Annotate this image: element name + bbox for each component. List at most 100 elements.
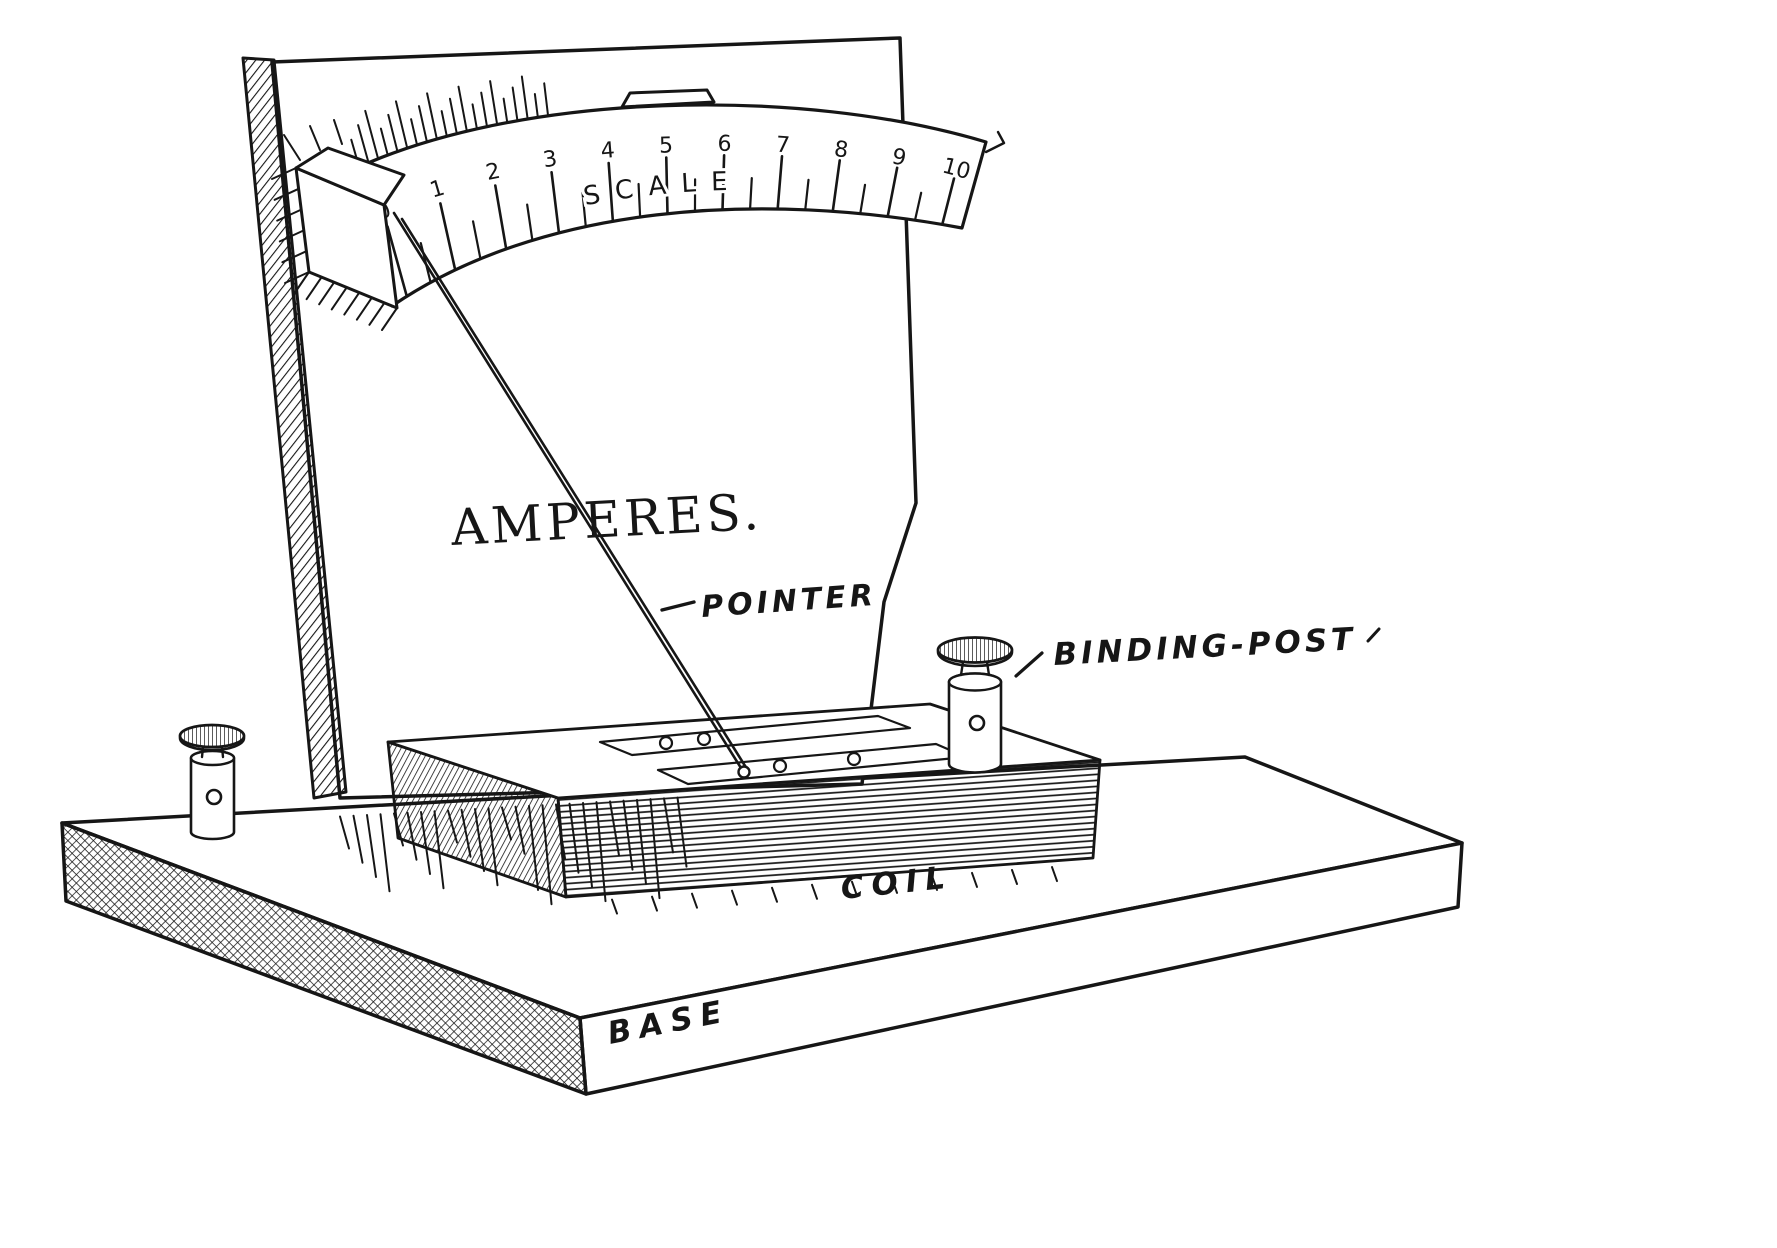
- hatch-stroke: [386, 225, 409, 298]
- hatch-stroke: [339, 815, 350, 850]
- hatch-stroke: [771, 886, 778, 903]
- hatch-stroke: [543, 82, 550, 117]
- hatch-stroke: [368, 301, 386, 326]
- binding-post-label: BINDING-POST: [1053, 621, 1358, 673]
- hatch-stroke: [278, 229, 305, 243]
- hatch-stroke: [410, 118, 419, 146]
- hatch-stroke: [831, 159, 842, 213]
- binding-post-left: [178, 723, 246, 841]
- coil-top-strap-back: [598, 714, 912, 757]
- hatch-stroke: [581, 191, 587, 228]
- scale-end-mark: [984, 130, 1006, 154]
- hatch-stroke: [891, 877, 898, 894]
- hatch-stroke: [611, 898, 618, 915]
- hatch-stroke: [330, 286, 348, 311]
- post-thumb-nut: [936, 636, 1014, 664]
- hatch-stroke: [691, 892, 698, 909]
- panel-left-edge-hatch: [241, 56, 348, 800]
- hatch-stroke: [550, 170, 561, 235]
- scale-mount-tab: [620, 88, 716, 109]
- binding-post-right: [936, 636, 1014, 774]
- hatch-stroke: [533, 92, 539, 119]
- hatch-stroke: [494, 184, 508, 251]
- scale-tick-number: 4: [600, 138, 616, 164]
- strap-screw: [846, 751, 862, 767]
- post-thumb-nut-rim: [178, 736, 246, 752]
- hatch-stroke: [804, 178, 810, 211]
- pointer-edge: [392, 211, 743, 770]
- coil-top-face: [386, 702, 1102, 800]
- base-left-face: [60, 821, 588, 1096]
- hatch-stroke: [343, 291, 361, 316]
- scale-tick-number: 7: [775, 133, 791, 159]
- hatch-stroke: [364, 109, 380, 160]
- hatch-stroke: [886, 166, 899, 218]
- scale-tick-number: 8: [833, 137, 850, 164]
- hatch-stroke: [426, 92, 438, 141]
- hatch-stroke: [417, 105, 428, 143]
- hatch-stroke: [1011, 868, 1018, 885]
- hatch-stroke: [318, 281, 336, 306]
- hatch-stroke: [352, 814, 364, 864]
- hatch-stroke: [731, 889, 738, 906]
- hatch-stroke: [940, 177, 956, 226]
- scale-tick-number: 5: [659, 133, 674, 158]
- post-body-top: [189, 749, 236, 767]
- hatch-stroke: [448, 97, 458, 135]
- post-terminal-hole: [968, 714, 986, 732]
- binding-post-label-tick: [1366, 627, 1381, 643]
- scale-ticks: 012345678910: [350, 75, 975, 298]
- strap-screw: [696, 731, 712, 747]
- hatch-stroke: [394, 100, 409, 150]
- pointer-pivot: [737, 765, 751, 779]
- scale-tick-number: 6: [717, 132, 732, 157]
- scale-end-block-top: [294, 146, 406, 207]
- binding-post-leader-line: [1014, 651, 1044, 678]
- hatch-stroke: [637, 182, 642, 219]
- scale-assembly: 012345678910 SCALE: [271, 75, 1006, 331]
- hatch-stroke: [309, 125, 321, 151]
- hatch-stroke: [748, 176, 753, 211]
- hatch-stroke: [502, 97, 509, 124]
- hatch-stroke: [379, 813, 391, 893]
- post-terminal-hole: [205, 788, 223, 806]
- strap-screw: [658, 735, 674, 751]
- hatch-stroke: [1051, 866, 1058, 883]
- hatch-stroke: [471, 220, 482, 260]
- hatch-stroke: [273, 187, 300, 201]
- hatch-stroke: [387, 113, 399, 153]
- hatch-stroke: [271, 167, 297, 180]
- hatch-stroke: [440, 110, 448, 138]
- hatch-stroke: [651, 895, 658, 912]
- scale-band: [350, 103, 988, 308]
- hatch-stroke: [283, 134, 301, 161]
- hatch-stroke: [913, 191, 923, 222]
- post-thumb-nut: [178, 723, 246, 749]
- hatch-stroke: [381, 307, 398, 331]
- hatch-stroke: [859, 183, 867, 215]
- hatch-stroke: [607, 161, 615, 223]
- hatch-stroke: [851, 880, 858, 897]
- hatch-stroke: [357, 124, 370, 164]
- hatch-stroke: [776, 155, 784, 211]
- hatch-stroke: [457, 85, 468, 133]
- pointer-leader-line: [660, 600, 696, 612]
- strap-screw: [772, 758, 788, 774]
- hatch-stroke: [931, 874, 938, 891]
- hatch-stroke: [293, 271, 310, 295]
- hatch-stroke: [471, 103, 478, 130]
- hatch-stroke: [281, 250, 308, 264]
- hatch-stroke: [355, 296, 373, 321]
- hatch-stroke: [664, 156, 669, 215]
- hatch-stroke: [284, 271, 310, 284]
- hatch-stroke: [333, 119, 343, 145]
- pointer-edge: [400, 217, 749, 771]
- hatch-stroke: [526, 203, 534, 242]
- pointer-needle: [392, 211, 751, 779]
- hatch-stroke: [276, 208, 303, 222]
- hatch-stroke: [480, 91, 489, 128]
- hatch-stroke: [489, 80, 499, 126]
- post-thumb-nut-rim: [936, 650, 1014, 668]
